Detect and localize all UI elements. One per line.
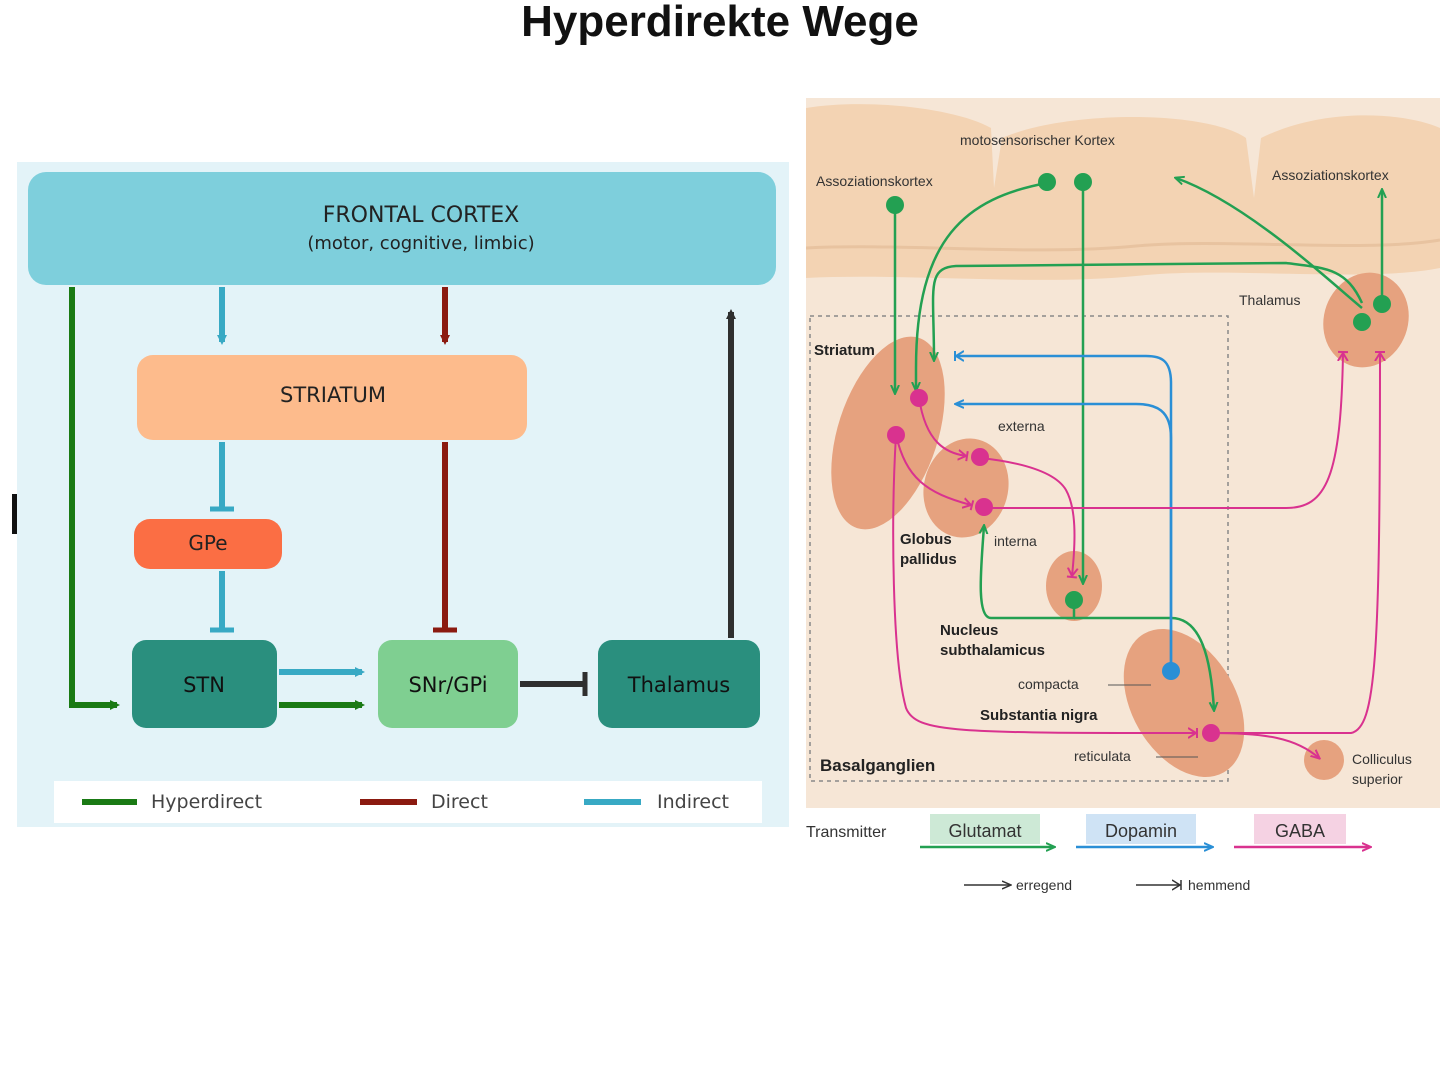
label-assoc-right: Assoziationskortex: [1272, 167, 1389, 183]
legend-indirect: Indirect: [657, 791, 729, 813]
legend-direct: Direct: [431, 791, 488, 813]
label-transmitter: Transmitter: [806, 824, 887, 841]
slide-title: Hyperdirekte Wege: [521, 0, 919, 46]
label-nucleus: Nucleus: [940, 622, 998, 639]
label-compacta: compacta: [1018, 676, 1079, 692]
colliculus-shape: [1304, 740, 1344, 780]
label-striatum: Striatum: [814, 342, 875, 359]
label-colliculus: Colliculus: [1352, 751, 1412, 767]
label-interna: interna: [994, 533, 1037, 549]
label-substantia-nigra: Substantia nigra: [980, 707, 1098, 724]
label-dopamin: Dopamin: [1105, 821, 1177, 841]
label-reticulata: reticulata: [1074, 748, 1131, 764]
gaba-pathways: [892, 353, 1380, 758]
thalamus-label: Thalamus: [627, 673, 730, 697]
neuron-dots: [886, 173, 1391, 742]
indirect-inhibit-striatum-gpe: [210, 442, 234, 512]
striatum-box: STRIATUM: [137, 355, 527, 440]
transmitter-legend: Transmitter Glutamat Dopamin GABA errege…: [806, 814, 1370, 893]
basalganglien-schema: motosensorischer Kortex Assoziationskort…: [806, 98, 1440, 893]
label-thalamus: Thalamus: [1239, 292, 1300, 308]
frontal-cortex-box: FRONTAL CORTEX (motor, cognitive, limbic…: [28, 172, 776, 285]
basal-ganglia-pathway-diagram: FRONTAL CORTEX (motor, cognitive, limbic…: [17, 162, 789, 827]
label-motor-cortex: motosensorischer Kortex: [960, 132, 1115, 148]
cortex-subtitle: (motor, cognitive, limbic): [307, 233, 534, 254]
label-superior: superior: [1352, 771, 1403, 787]
label-gaba: GABA: [1275, 821, 1325, 841]
label-glutamat: Glutamat: [948, 821, 1021, 841]
label-externa: externa: [998, 418, 1045, 434]
gpe-box: GPe: [134, 519, 282, 569]
dopamin-pathways: [956, 356, 1173, 670]
cortex-boundary: [806, 238, 1440, 252]
basalganglien-box: [809, 315, 1229, 782]
gpe-label: GPe: [188, 531, 227, 555]
stn-label: STN: [183, 673, 225, 697]
thalamus-box: Thalamus: [598, 640, 760, 728]
hyperdirect-arrow-cortex-stn: [69, 287, 120, 710]
direct-inhibit-striatum-snr: [433, 442, 457, 633]
label-hemmend: hemmend: [1188, 877, 1250, 893]
label-erregend: erregend: [1016, 877, 1072, 893]
label-globus: Globus: [900, 531, 952, 548]
label-subthalamicus: subthalamicus: [940, 642, 1045, 659]
gaba-swatch: [1254, 814, 1346, 844]
glutamat-pathways: [895, 178, 1382, 710]
nucleus-subthalamicus-shape: [1046, 551, 1102, 621]
label-pallidus: pallidus: [900, 551, 957, 568]
dopamin-swatch: [1086, 814, 1196, 844]
snr-gpi-label: SNr/GPi: [408, 673, 487, 697]
stn-box: STN: [132, 640, 277, 728]
legend-hyperdirect: Hyperdirect: [151, 791, 262, 813]
indirect-inhibit-gpe-stn: [210, 571, 234, 633]
inhibit-snr-thalamus: [520, 672, 588, 696]
glutamat-swatch: [930, 814, 1040, 844]
label-basalganglien: Basalganglien: [820, 756, 935, 775]
striatum-label: STRIATUM: [280, 383, 386, 407]
label-assoc-left: Assoziationskortex: [816, 173, 933, 189]
snr-gpi-box: SNr/GPi: [378, 640, 518, 728]
pathway-legend: Hyperdirect Direct Indirect: [54, 781, 762, 823]
cortex-region: [806, 104, 1440, 280]
cortex-title: FRONTAL CORTEX: [323, 203, 520, 228]
